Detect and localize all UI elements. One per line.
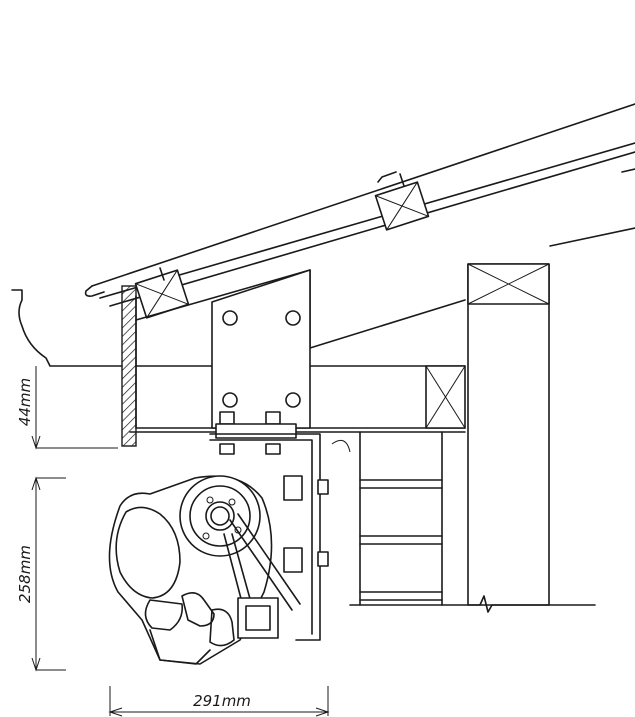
fascia-board (121, 285, 137, 447)
roof-sheeting (84, 103, 635, 307)
gutter (11, 289, 123, 367)
dimension-gap: 44mm (16, 366, 118, 450)
beam-block (425, 365, 466, 429)
purlin-upper (374, 173, 430, 231)
dimension-width: 291mm (108, 686, 330, 717)
rafter (129, 227, 635, 433)
dimension-gap-label: 44mm (16, 378, 34, 426)
dimension-height-label: 258mm (16, 545, 34, 603)
bracket-bolts (209, 411, 329, 641)
dimension-width-label: 291mm (193, 692, 251, 710)
purlin-lower (134, 267, 190, 319)
window-frame (331, 431, 596, 613)
post (467, 263, 550, 606)
awning-cassette (108, 475, 301, 665)
dimension-height: 258mm (16, 476, 66, 672)
mounting-plate (211, 269, 311, 429)
